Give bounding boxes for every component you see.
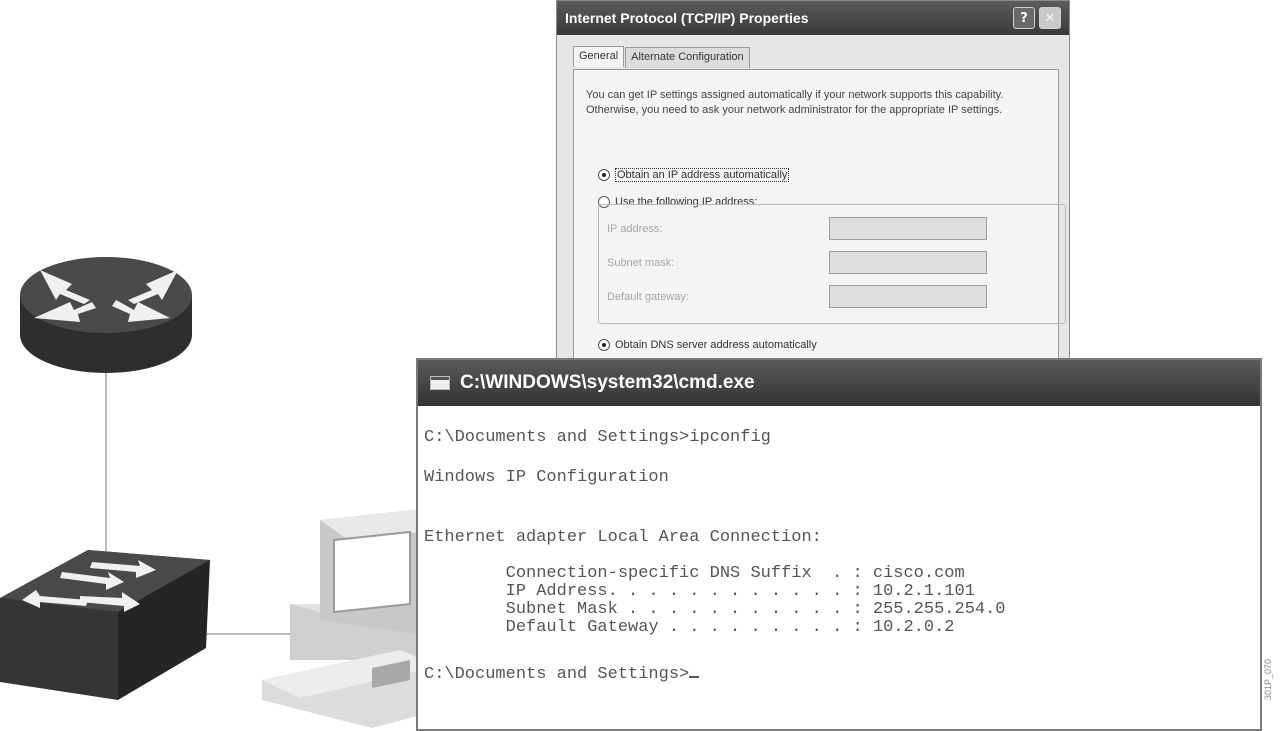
cmd-titlebar: C:\WINDOWS\system32\cmd.exe [418,360,1260,406]
dialog-title: Internet Protocol (TCP/IP) Properties [565,10,809,26]
static-ip-group: IP address: Subnet mask: Default gateway… [598,204,1066,324]
prompt-line: C:\Documents and Settings> [424,660,700,685]
use-following-ip-label: Use the following IP address: [615,196,758,208]
use-following-ip-option[interactable]: Use the following IP address: [598,196,757,208]
radio-button[interactable] [598,196,610,208]
tcpip-properties-dialog: Internet Protocol (TCP/IP) Properties ? … [556,0,1070,360]
general-tab-panel: You can get IP settings assigned automat… [573,69,1066,359]
help-button[interactable]: ? [1013,7,1035,29]
console-line: Connection-specific DNS Suffix . : cisco… [424,564,965,583]
console-line: C:\Documents and Settings>ipconfig [424,428,771,447]
switch-icon [0,550,210,700]
cmd-title: C:\WINDOWS\system32\cmd.exe [460,372,755,393]
default-gateway-label: Default gateway: [607,290,689,303]
radio-button-selected[interactable] [598,169,610,181]
subnet-mask-field[interactable] [829,251,987,274]
subnet-mask-row: Subnet mask: [607,251,995,274]
obtain-dns-automatically-option[interactable]: Obtain DNS server address automatically [598,339,817,351]
obtain-ip-automatically-label: Obtain an IP address automatically [615,168,790,182]
console-line: Subnet Mask . . . . . . . . . . . : 255.… [424,600,1006,619]
console-output[interactable]: C:\Documents and Settings>ipconfig Windo… [424,424,1256,684]
dialog-tabs: General Alternate Configuration [573,46,751,68]
radio-button-selected[interactable] [598,339,610,351]
console-line: Ethernet adapter Local Area Connection: [424,528,822,547]
cmd-window: C:\WINDOWS\system32\cmd.exe C:\Documents… [416,358,1262,731]
tab-alternate-configuration[interactable]: Alternate Configuration [625,47,750,68]
prompt-text: C:\Documents and Settings> [424,665,690,684]
ip-address-field[interactable] [829,217,987,240]
obtain-ip-automatically-option[interactable]: Obtain an IP address automatically [598,168,790,182]
console-icon [430,376,450,390]
subnet-mask-label: Subnet mask: [607,256,675,269]
figure-code: 301P_070 [1263,658,1273,700]
default-gateway-field[interactable] [829,285,987,308]
ip-address-label: IP address: [607,222,663,235]
close-button[interactable]: ✕ [1039,7,1061,29]
tab-general[interactable]: General [573,46,625,67]
console-line: IP Address. . . . . . . . . . . . : 10.2… [424,582,975,601]
dialog-titlebar: Internet Protocol (TCP/IP) Properties ? … [557,1,1069,35]
console-line: Default Gateway . . . . . . . . . : 10.2… [424,618,955,637]
obtain-dns-automatically-label: Obtain DNS server address automatically [615,339,817,351]
text-cursor [689,660,700,678]
default-gateway-row: Default gateway: [607,285,995,308]
intro-text: You can get IP settings assigned automat… [586,89,1004,116]
router-icon [20,257,192,373]
console-line: Windows IP Configuration [424,468,669,487]
ip-address-row: IP address: [607,217,995,240]
